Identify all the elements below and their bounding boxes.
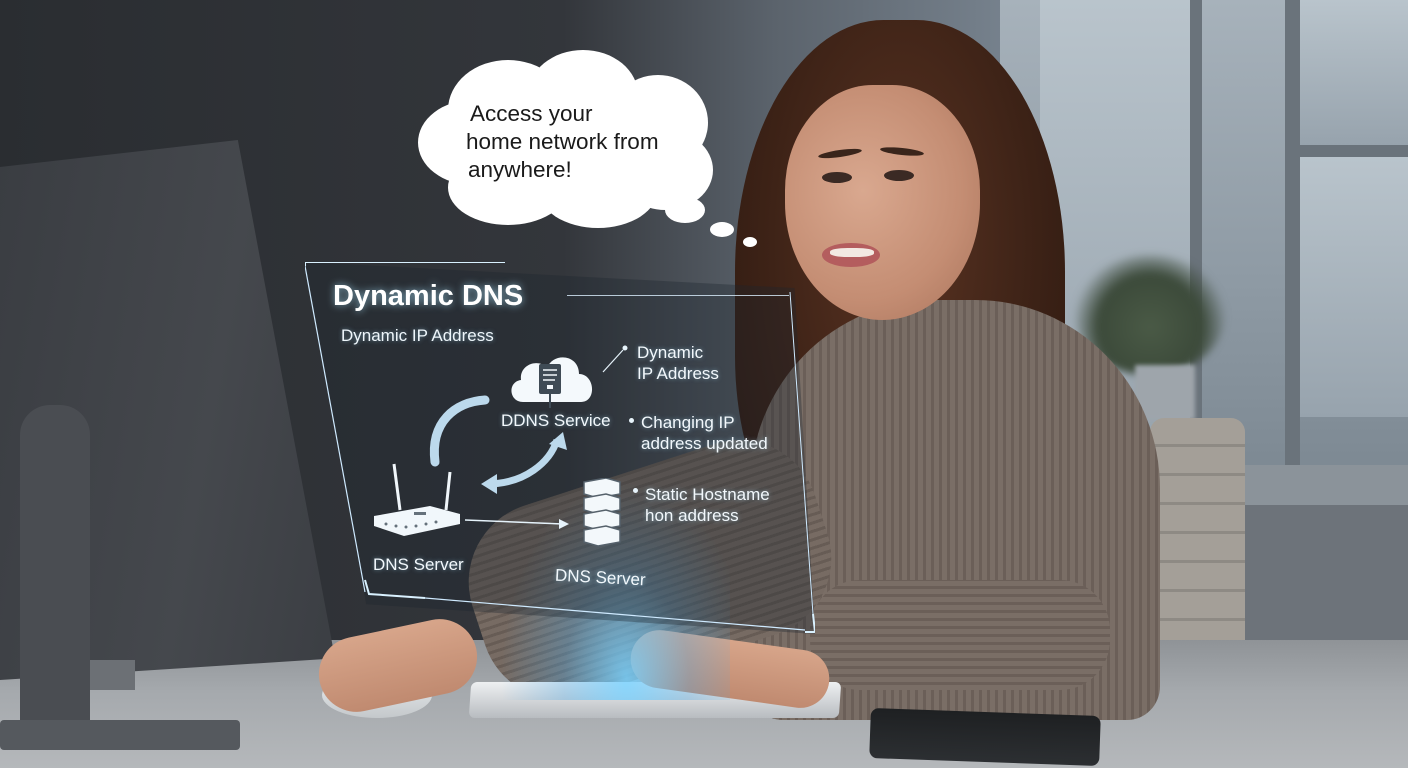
hologram-panel: Dynamic DNS Dynamic IP Address DDNS Serv…	[305, 262, 815, 634]
static-hostname-note: Static Hostname hon address	[645, 485, 770, 525]
window-sill	[1240, 465, 1408, 505]
hologram-subtitle: Dynamic IP Address	[341, 326, 494, 345]
monitor-base	[0, 720, 240, 750]
ddns-service-label: DDNS Service	[501, 411, 611, 430]
thought-dot	[710, 222, 734, 237]
thought-bubble	[418, 50, 714, 228]
monitor-stand	[20, 405, 90, 735]
changing-ip-note: Changing IP address updated	[641, 413, 768, 453]
hologram-frame-lines	[305, 262, 815, 633]
right-arm	[810, 580, 1110, 690]
smartphone	[869, 708, 1101, 766]
thought-dot	[665, 197, 705, 223]
router-icon	[374, 463, 460, 536]
router-dns-server-label: DNS Server	[373, 555, 464, 574]
bullet-icon	[633, 488, 638, 493]
thought-bubble-text: Access your home network from anywhere!	[466, 101, 659, 182]
cloud-server-icon	[511, 357, 593, 408]
dynamic-ip-note: Dynamic IP Address	[637, 343, 719, 383]
server-stack-icon	[583, 478, 621, 547]
hologram-title: Dynamic DNS	[333, 280, 524, 312]
title-divider	[567, 295, 789, 296]
eye	[822, 172, 852, 183]
plant-pot	[1135, 365, 1195, 420]
face	[785, 85, 980, 320]
teeth	[830, 248, 874, 257]
bullet-icon	[629, 418, 634, 423]
eye	[884, 170, 914, 181]
thought-dot	[743, 237, 757, 247]
